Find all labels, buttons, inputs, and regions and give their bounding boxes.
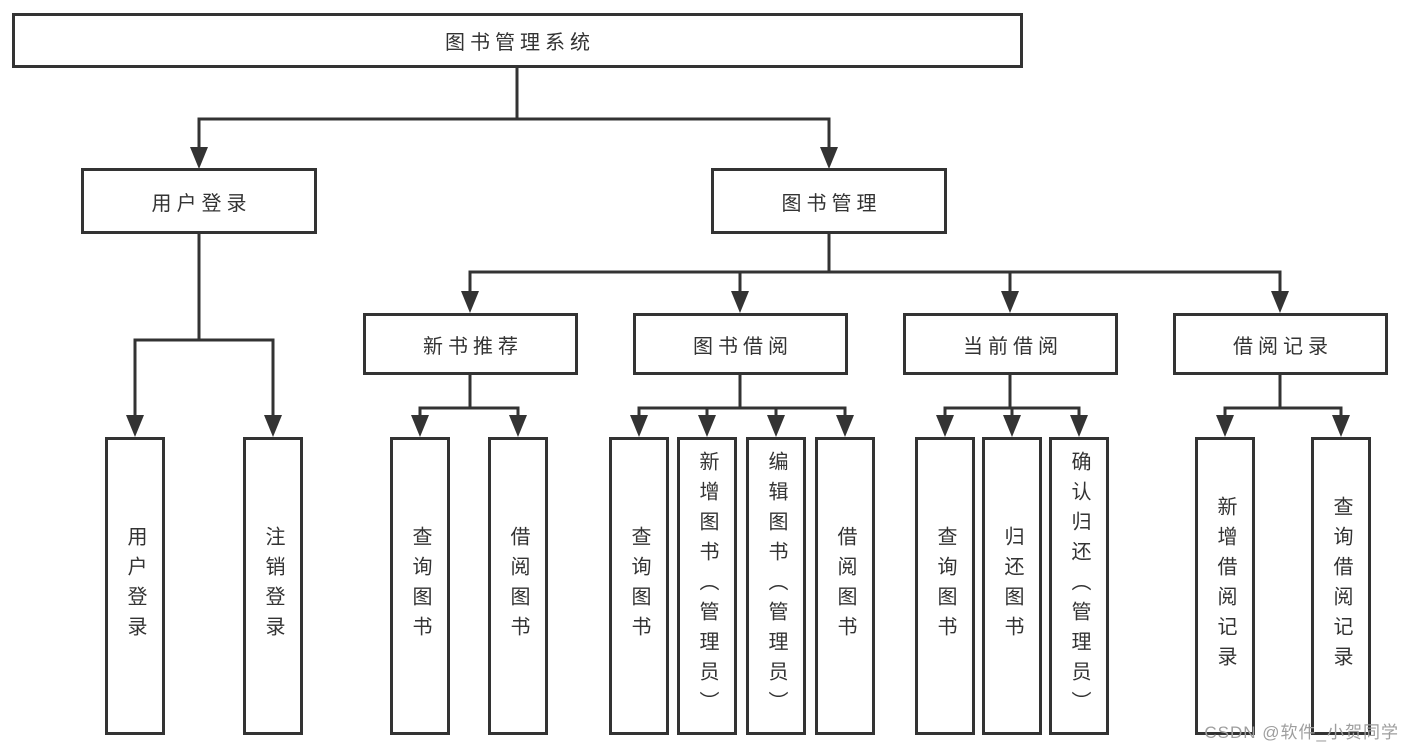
node-book-management: 图书管理 (711, 168, 947, 234)
leaf-edit-book-admin: 编辑图书（管理员） (746, 437, 806, 735)
watermark: CSDN @软件_小贺同学 (1204, 723, 1399, 742)
node-borrowing-records: 借阅记录 (1173, 313, 1388, 375)
node-library-management-system: 图书管理系统 (12, 13, 1023, 68)
connector-current-borrow-to-leaves (936, 375, 1088, 437)
connector-borrow-record-to-leaves (1216, 375, 1350, 437)
leaf-logout: 注销登录 (243, 437, 303, 735)
leaf-query-books-borrowing: 查询图书 (609, 437, 669, 735)
leaf-query-books-current: 查询图书 (915, 437, 975, 735)
leaf-user-login: 用户登录 (105, 437, 165, 735)
leaf-add-book-admin: 新增图书（管理员） (677, 437, 737, 735)
leaf-confirm-return-admin: 确认归还（管理员） (1049, 437, 1109, 735)
leaf-query-books-newbook: 查询图书 (390, 437, 450, 735)
node-user-login: 用户登录 (81, 168, 317, 234)
node-new-book-recommendation: 新书推荐 (363, 313, 578, 375)
leaf-borrow-books-borrowing: 借阅图书 (815, 437, 875, 735)
connector-user-login-to-leaves (126, 234, 282, 437)
leaf-borrow-books-newbook: 借阅图书 (488, 437, 548, 735)
leaf-add-borrow-record: 新增借阅记录 (1195, 437, 1255, 735)
leaf-query-borrow-record: 查询借阅记录 (1311, 437, 1371, 735)
node-book-borrowing: 图书借阅 (633, 313, 848, 375)
connector-book-borrow-to-leaves (630, 375, 854, 437)
connector-new-book-to-leaves (411, 375, 527, 437)
leaf-return-book: 归还图书 (982, 437, 1042, 735)
connector-root-to-branches (190, 68, 838, 169)
connector-book-mgmt-to-groups (461, 234, 1289, 313)
node-current-borrowing: 当前借阅 (903, 313, 1118, 375)
